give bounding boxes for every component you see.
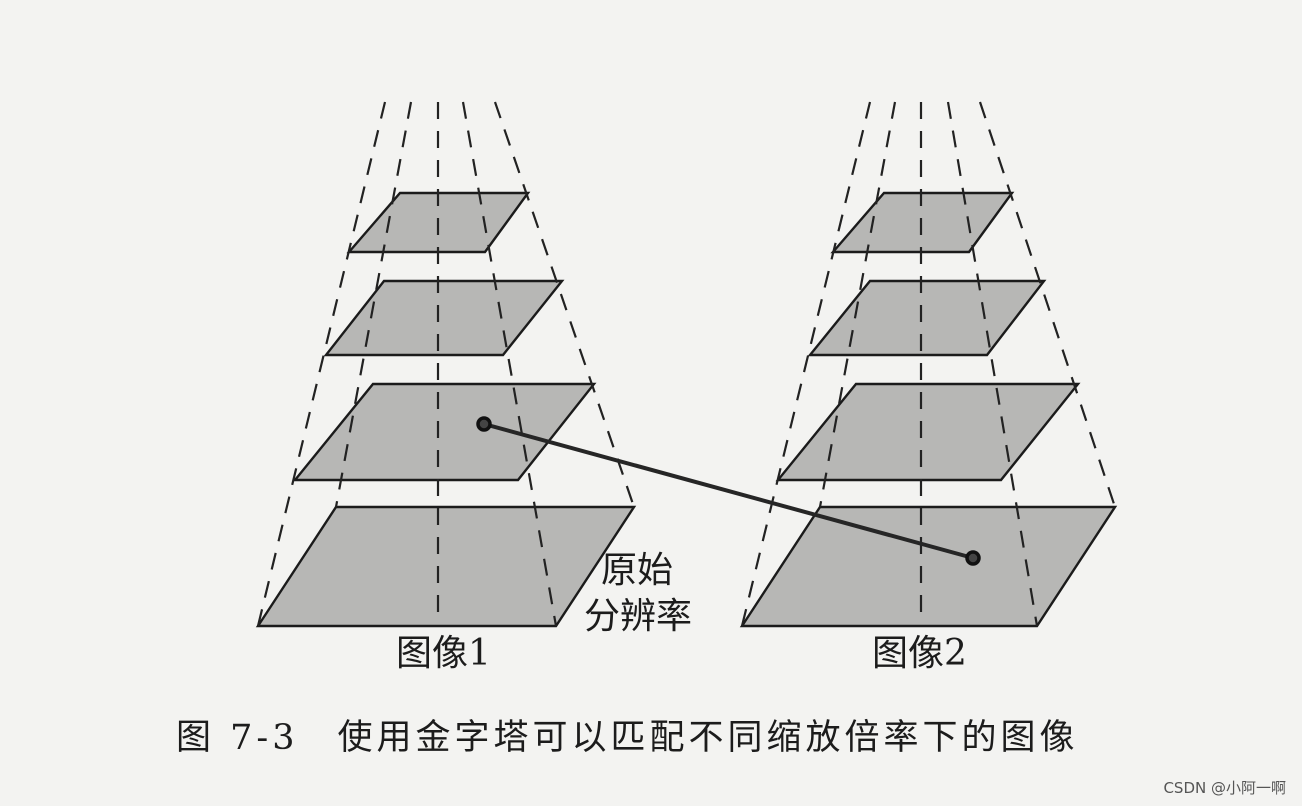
image-2-dashed-frustum-lines	[740, 101, 1117, 627]
original-resolution-label-line-1: 原始	[601, 550, 674, 591]
keypoint-image-2	[965, 550, 981, 566]
figure-caption: 图 7-3 使用金字塔可以匹配不同缩放倍率下的图像	[176, 718, 1079, 758]
image-1-pyramid	[255, 101, 637, 628]
image-1-level-1-base	[255, 505, 637, 628]
image-2-level-1-base	[739, 505, 1118, 628]
image-1-level-3	[323, 279, 565, 357]
feature-match	[476, 416, 981, 566]
match-line	[483, 422, 974, 560]
keypoint-image-1	[476, 416, 492, 432]
original-resolution-label-line-2: 分辨率	[584, 596, 693, 637]
image-1-level-2	[292, 382, 597, 482]
image-1-label: 图像1	[396, 633, 491, 674]
image-2-level-2	[775, 382, 1081, 482]
image-2-level-3	[807, 279, 1047, 357]
image-1-dashed-frustum-lines	[256, 101, 636, 627]
image-2-level-4	[830, 191, 1015, 254]
image-2-label: 图像2	[872, 633, 967, 674]
watermark: CSDN @小阿一啊	[1163, 779, 1286, 797]
image-2-pyramid	[739, 101, 1118, 628]
